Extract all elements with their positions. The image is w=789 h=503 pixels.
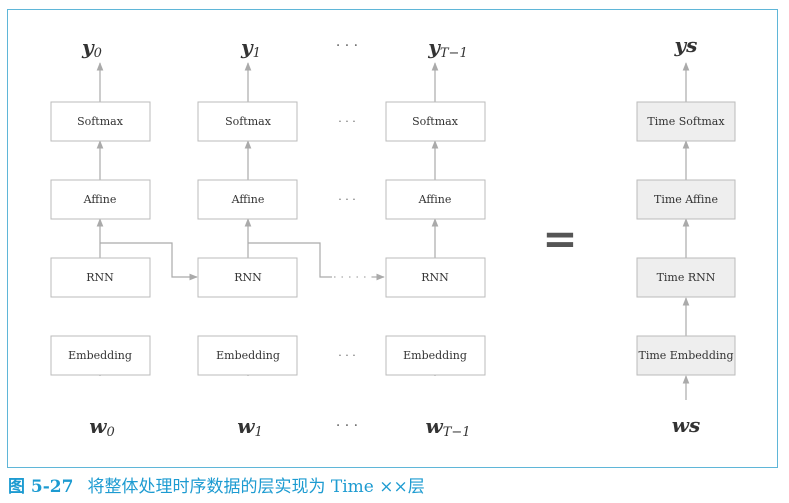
svg-text:Time Affine: Time Affine: [654, 193, 718, 206]
affine-layer-box: Affine: [385, 179, 486, 220]
time-column: Time Softmax Time Affine Time RNN Time E…: [636, 33, 736, 437]
input-label: w0: [89, 414, 115, 440]
svg-text:Time RNN: Time RNN: [657, 271, 716, 284]
figure-caption: 图 5-27 将整体处理时序数据的层实现为 Time ××层: [8, 474, 425, 500]
time-rnn-layer-box: Time RNN: [636, 257, 736, 298]
svg-text:Time Softmax: Time Softmax: [647, 115, 725, 128]
ellipsis-affine: · · ·: [338, 193, 355, 206]
time-output-label: ys: [674, 33, 698, 57]
svg-text:Softmax: Softmax: [412, 115, 459, 128]
column-0: Softmax Affine RNN Embedding y0 w0: [50, 35, 151, 440]
svg-text:Embedding: Embedding: [216, 349, 280, 362]
equals-sign: =: [542, 214, 577, 263]
column-2: Softmax Affine RNN Embedding yT−1 wT−1: [385, 35, 486, 440]
time-input-label: ws: [672, 413, 700, 437]
output-label: yT−1: [427, 35, 467, 61]
figure-caption-text: 将整体处理时序数据的层实现为 Time ××层: [87, 477, 425, 497]
output-label: y1: [240, 35, 261, 61]
softmax-layer-box: Softmax: [197, 101, 298, 142]
svg-text:Affine: Affine: [418, 193, 452, 206]
rnn-layer-box: RNN: [50, 257, 151, 298]
ellipsis-embedding: · · ·: [338, 349, 355, 362]
svg-text:Time Embedding: Time Embedding: [638, 349, 733, 362]
embedding-layer-box: Embedding: [50, 335, 151, 376]
hidden-state-arrows: [100, 242, 385, 281]
svg-text:Affine: Affine: [83, 193, 117, 206]
column-1: Softmax Affine RNN Embedding y1 w1: [197, 35, 298, 440]
input-label: w1: [237, 414, 263, 440]
svg-text:RNN: RNN: [421, 271, 449, 284]
svg-text:RNN: RNN: [234, 271, 262, 284]
time-layer-diagram: Softmax Affine RNN Embedding y0 w0 Softm…: [50, 33, 736, 440]
output-label: y0: [81, 35, 102, 61]
svg-text:Embedding: Embedding: [403, 349, 467, 362]
ellipsis-output: · · ·: [336, 38, 358, 54]
rnn-layer-box: RNN: [385, 257, 486, 298]
figure-number: 图 5-27: [8, 477, 74, 497]
input-label: wT−1: [425, 414, 470, 440]
softmax-layer-box: Softmax: [385, 101, 486, 142]
ellipsis-input: · · ·: [336, 418, 358, 434]
svg-text:Embedding: Embedding: [68, 349, 132, 362]
figure-frame: [7, 9, 778, 468]
time-embedding-layer-box: Time Embedding: [636, 335, 736, 376]
affine-layer-box: Affine: [197, 179, 298, 220]
svg-text:Affine: Affine: [231, 193, 265, 206]
time-affine-layer-box: Time Affine: [636, 179, 736, 220]
svg-text:RNN: RNN: [86, 271, 114, 284]
svg-text:Softmax: Softmax: [77, 115, 124, 128]
embedding-layer-box: Embedding: [197, 335, 298, 376]
embedding-layer-box: Embedding: [385, 335, 486, 376]
time-softmax-layer-box: Time Softmax: [636, 101, 736, 142]
ellipsis-softmax: · · ·: [338, 115, 355, 128]
rnn-layer-box: RNN: [197, 257, 298, 298]
svg-text:Softmax: Softmax: [225, 115, 272, 128]
ellipsis-group: · · · · · · · · · · · · · · ·: [336, 38, 358, 434]
affine-layer-box: Affine: [50, 179, 151, 220]
softmax-layer-box: Softmax: [50, 101, 151, 142]
